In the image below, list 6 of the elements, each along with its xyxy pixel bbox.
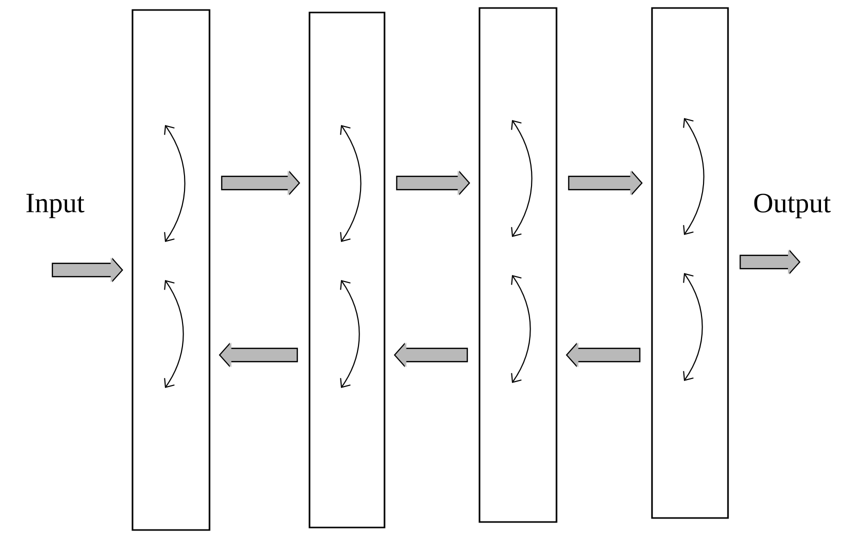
vertical-bar (308, 12, 386, 528)
vertical-bar (478, 7, 558, 523)
label: Output (754, 194, 831, 218)
vertical-bar (132, 9, 210, 531)
label: Input (26, 194, 84, 218)
vertical-bar (651, 7, 729, 519)
